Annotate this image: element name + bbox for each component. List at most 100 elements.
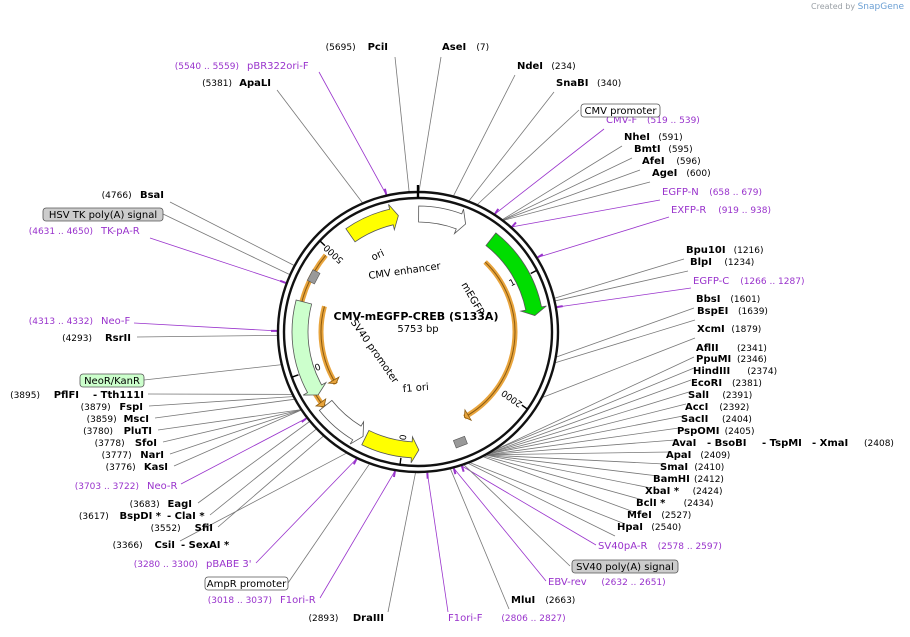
enzyme-fspi: FspI(3879)	[81, 402, 143, 413]
enzyme-position: (3777)	[102, 451, 132, 461]
enzyme-avai: AvaI	[672, 438, 696, 449]
primer-site-mark	[537, 253, 544, 259]
enzyme-name: AfeI	[642, 156, 665, 167]
enzyme-position: (1234)	[724, 258, 754, 268]
leader-line	[503, 169, 641, 221]
tick-3000	[399, 457, 402, 465]
enzyme-name: SalI	[688, 390, 709, 401]
enzyme-position: (596)	[676, 157, 700, 167]
enzyme-name: CsiI	[155, 540, 175, 551]
leader-line	[162, 409, 301, 443]
leader-line	[154, 398, 295, 419]
primer-tk-pa-r: TK-pA-R(4631 .. 4650)	[29, 226, 140, 237]
enzyme-draiii: DraIII(2893)	[308, 613, 384, 624]
enzyme-position: (591)	[658, 133, 682, 143]
enzyme-bamhi: BamHI(2412)	[653, 474, 724, 485]
leader-line	[464, 464, 571, 567]
enzyme-hindiii: HindIII(2374)	[693, 366, 777, 377]
enzyme-bmti: BmtI(595)	[634, 144, 693, 155]
enzyme-position: (2424)	[693, 487, 723, 497]
primer-range: (3280 .. 3300)	[134, 560, 198, 570]
enzyme-msci: MscI(3859)	[87, 414, 149, 425]
feature-label-box	[42, 207, 164, 222]
enzyme-name: NheI	[624, 132, 650, 143]
feature-label-box	[79, 373, 145, 388]
enzyme-name: HindIII	[693, 366, 730, 377]
enzyme-position: (3683)	[130, 500, 160, 510]
enzyme-position: (2391)	[722, 391, 752, 401]
leader-line	[486, 454, 652, 489]
primer-name: CMV-F	[606, 115, 637, 126]
enzyme-name: KasI	[144, 462, 168, 473]
enzyme-name: BsaI	[140, 190, 164, 201]
enzyme-position: (5695)	[326, 43, 356, 53]
primer-range: (3703 .. 3722)	[75, 482, 139, 492]
feature-label-text: CMV promoter	[584, 106, 657, 117]
primer-range: (5540 .. 5559)	[175, 62, 239, 72]
leader-line	[148, 396, 293, 407]
leader-line	[494, 128, 605, 215]
primer-range: (658 .. 679)	[709, 188, 762, 198]
enzyme-pspomi: PspOMI(2405)	[677, 426, 755, 437]
enzyme-ppumi: PpuMI (2346)	[696, 354, 767, 365]
enzyme-position: (3879)	[81, 403, 111, 413]
enzyme-pcii: PciI(5695)	[326, 42, 388, 53]
enzyme-extra-clai: - ClaI *	[167, 511, 205, 522]
enzyme-name: SacII	[681, 414, 708, 425]
enzyme-name: Bpu10I	[686, 245, 726, 256]
primer-egfp-c: EGFP-C(1266 .. 1287)	[693, 276, 804, 287]
feature-label-box	[571, 559, 679, 574]
arc-label-ori: ori	[370, 248, 386, 263]
feature-label-ampr-promoter: AmpR promoter	[204, 576, 289, 591]
leader-line	[503, 181, 651, 221]
leader-line	[468, 91, 555, 201]
enzyme-name: BlpI	[690, 257, 712, 268]
primer-neo-r: Neo-R(3703 .. 3722)	[75, 481, 178, 492]
feature-label-sv40-poly-a-signal: SV40 poly(A) signal	[571, 559, 679, 574]
enzyme-name: BspDI *	[120, 511, 162, 522]
enzyme-position: (2346)	[737, 355, 767, 365]
enzyme-position: (2341)	[737, 344, 767, 354]
enzyme-bbsi: BbsI(1601)	[696, 294, 760, 305]
primer-sv40pa-r: SV40pA-R(2578 .. 2597)	[598, 541, 722, 552]
leader-line	[169, 201, 294, 266]
enzyme-position: (2392)	[719, 403, 749, 413]
enzyme-name: NdeI	[517, 61, 543, 72]
enzyme-pluti: PluTI(3780)	[83, 426, 152, 437]
feature-label-text: NeoR/KanR	[84, 376, 140, 387]
orf-creb-arrowhead	[463, 408, 473, 422]
plasmid-size: 5753 bp	[397, 324, 438, 335]
leader-line	[555, 270, 689, 302]
primer-site-mark	[556, 305, 563, 309]
enzyme-position: (2527)	[661, 511, 691, 521]
enzyme-name: PpuMI	[696, 354, 731, 365]
enzyme-position: (1216)	[734, 246, 764, 256]
enzyme-position: (2434)	[684, 499, 714, 509]
enzyme-name: EcoRI	[691, 378, 722, 389]
enzyme-position: (2409)	[700, 451, 730, 461]
primer-pbabe-3: pBABE 3'(3280 .. 3300)	[134, 559, 252, 570]
enzyme-mlui: MluI(2663)	[511, 595, 575, 606]
orf-neo-arrowhead	[327, 376, 340, 385]
tick-1000	[530, 269, 538, 275]
enzyme-acci: AccI(2392)	[685, 402, 749, 413]
leader-line	[537, 216, 670, 258]
enzyme-position: (3776)	[106, 463, 136, 473]
leader-line	[180, 417, 307, 485]
leader-line	[162, 213, 290, 275]
tick-4000	[291, 374, 299, 378]
leader-line	[487, 427, 680, 456]
enzyme-position: (340)	[597, 79, 621, 89]
primer-cmv-f: CMV-F(519 .. 539)	[606, 115, 700, 126]
enzyme-apai: ApaI(2409)	[666, 450, 730, 461]
enzyme-position: (1601)	[730, 295, 760, 305]
enzyme-blpi: BlpI (1234)	[690, 257, 754, 268]
enzyme-position: (3366)	[113, 541, 143, 551]
enzyme-aflii: AflII(2341)	[696, 343, 767, 354]
enzyme-pflfi: PflFI(3895)	[10, 390, 79, 401]
enzyme-agei: AgeI(600)	[652, 168, 711, 179]
primer-range: (2806 .. 2827)	[501, 614, 565, 624]
leader-line	[453, 74, 516, 196]
primer-site-mark	[392, 470, 396, 478]
